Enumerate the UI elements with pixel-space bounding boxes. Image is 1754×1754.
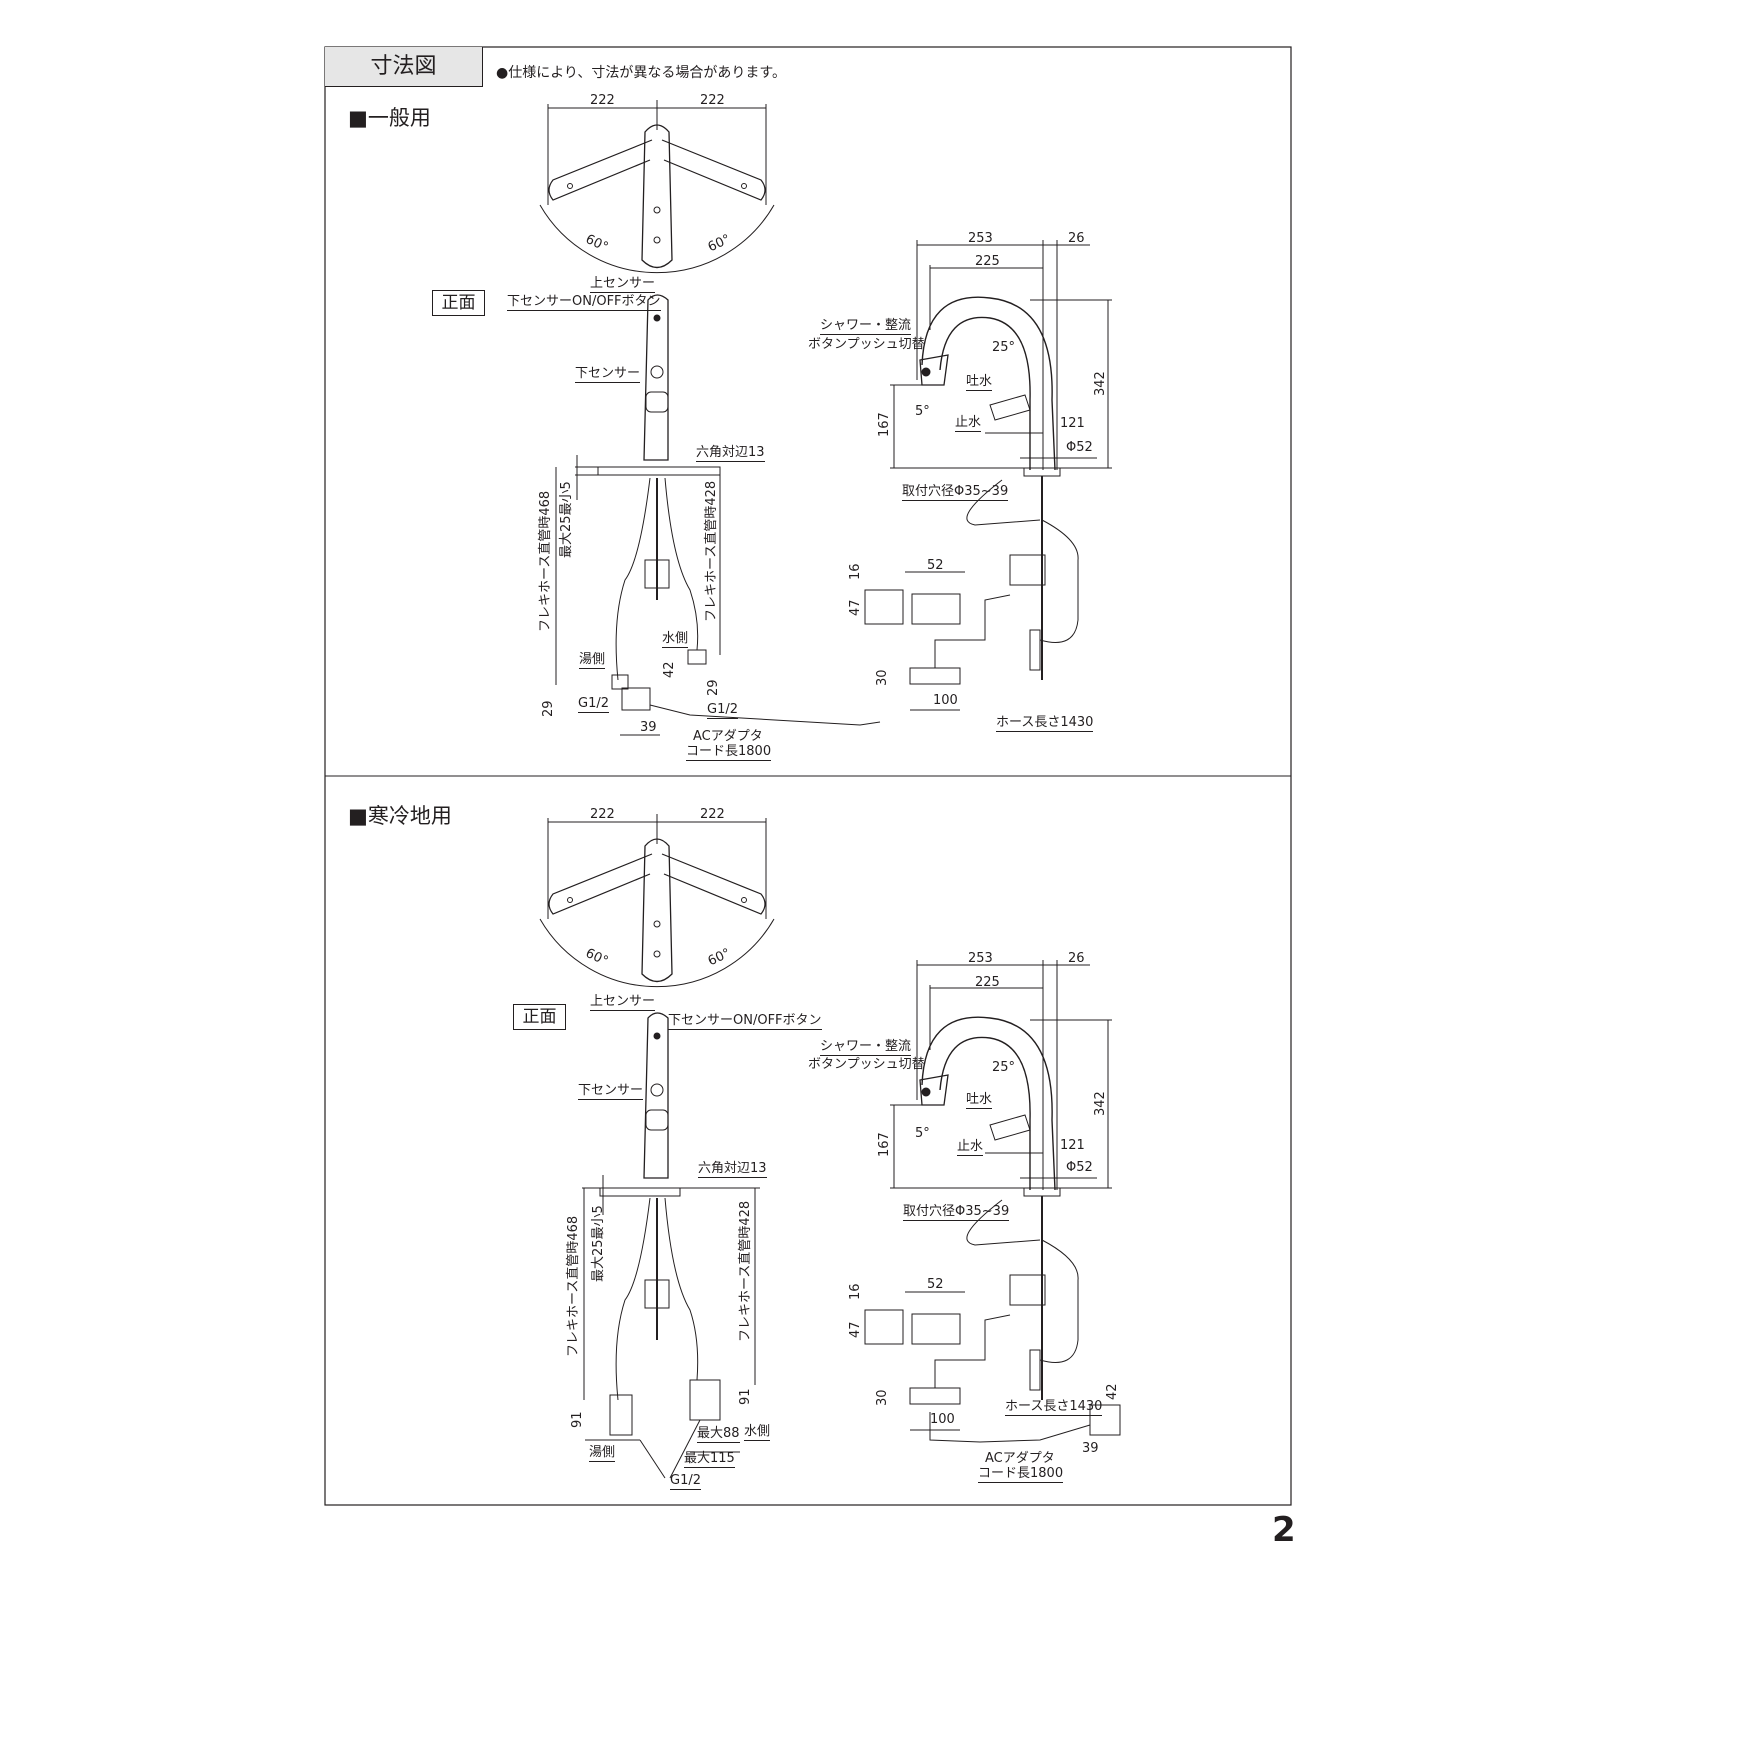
dim-label: フレキホース直管時428 <box>704 480 719 622</box>
dim-label: 42 <box>1105 1383 1120 1400</box>
dim-label: Φ52 <box>1066 1160 1093 1175</box>
dim-label: 100 <box>930 1412 955 1427</box>
callout-label: 六角対辺13 <box>698 1161 767 1178</box>
dim-label: フレキホース直管時468 <box>566 1215 581 1357</box>
dim-label: 47 <box>848 1321 863 1338</box>
top-view-cold <box>539 813 775 988</box>
callout-label: 吐水 <box>966 1092 993 1109</box>
section-title-general: ■一般用 <box>348 106 431 130</box>
dim-label: Φ52 <box>1066 440 1093 455</box>
callout-label: ホース長さ1430 <box>1005 1399 1103 1416</box>
callout-label: 水側 <box>744 1424 771 1441</box>
dim-label: 29 <box>541 700 556 717</box>
callout-label: コード長1800 <box>686 744 772 761</box>
dim-label: 222 <box>700 807 725 822</box>
page-title: 寸法図 <box>325 47 483 87</box>
dim-label: 26 <box>1068 231 1085 246</box>
callout-label: 湯側 <box>589 1445 616 1462</box>
dim-label: 最大115 <box>684 1451 735 1468</box>
dim-label: 253 <box>968 951 993 966</box>
dim-label: 91 <box>570 1411 585 1428</box>
front-label: 正面 <box>513 1004 566 1030</box>
dim-label: 26 <box>1068 951 1085 966</box>
dim-label: 225 <box>975 254 1000 269</box>
dim-label: 225 <box>975 975 1000 990</box>
dim-label: 16 <box>848 563 863 580</box>
dim-label: 30 <box>875 1389 890 1406</box>
side-view-general <box>864 239 1113 711</box>
top-view-general <box>539 99 775 274</box>
callout-label: シャワー・整流 <box>820 318 912 335</box>
dim-label: 222 <box>590 807 615 822</box>
dim-label: 47 <box>848 599 863 616</box>
side-view-cold <box>864 959 1113 1431</box>
callout-label: 六角対辺13 <box>696 445 765 462</box>
front-view-cold <box>582 1012 1121 1479</box>
callout-label: 下センサーON/OFFボタン <box>507 294 661 311</box>
dim-label: 52 <box>927 1277 944 1292</box>
callout-label: シャワー・整流 <box>820 1039 912 1056</box>
callout-label: ボタンプッシュ切替 <box>808 337 925 352</box>
angle-label: 5° <box>915 1126 930 1141</box>
dim-label: フレキホース直管時468 <box>538 490 553 632</box>
callout-label: G1/2 <box>707 702 738 719</box>
callout-label: ACアダプタ <box>693 729 763 744</box>
callout-label: 吐水 <box>966 374 993 391</box>
dim-label: 39 <box>1082 1441 1099 1456</box>
dim-label: 42 <box>662 661 677 678</box>
dim-label: 最大88 <box>697 1426 740 1443</box>
dim-label: 最大25最小5 <box>591 1205 606 1282</box>
callout-label: 取付穴径Φ35~39 <box>902 484 1009 501</box>
dim-label: 121 <box>1060 1138 1085 1153</box>
callout-label: 取付穴径Φ35~39 <box>903 1204 1010 1221</box>
callout-label: 下センサーON/OFFボタン <box>668 1013 822 1030</box>
front-label: 正面 <box>432 290 485 316</box>
dim-label: 253 <box>968 231 993 246</box>
callout-label: 止水 <box>957 1139 984 1156</box>
dim-label: 100 <box>933 693 958 708</box>
spec-note: ●仕様により、寸法が異なる場合があります。 <box>496 65 786 81</box>
callout-label: ACアダプタ <box>985 1451 1055 1466</box>
dim-label: 121 <box>1060 416 1085 431</box>
dim-label: 91 <box>738 1388 753 1405</box>
dim-label: 29 <box>706 679 721 696</box>
callout-label: ホース長さ1430 <box>996 715 1094 732</box>
dim-label: 222 <box>700 93 725 108</box>
dim-label: 30 <box>875 669 890 686</box>
dim-label: 16 <box>848 1283 863 1300</box>
callout-label: 下センサー <box>575 366 641 383</box>
callout-label: コード長1800 <box>978 1466 1064 1483</box>
dim-label: 39 <box>640 720 657 735</box>
callout-label: ボタンプッシュ切替 <box>808 1057 925 1072</box>
dim-label: 52 <box>927 558 944 573</box>
dim-label: 最大25最小5 <box>559 481 574 558</box>
angle-label: 5° <box>915 404 930 419</box>
dim-label: 342 <box>1093 371 1108 396</box>
dim-label: フレキホース直管時428 <box>738 1200 753 1342</box>
callout-label: 水側 <box>662 631 689 648</box>
dim-label: 167 <box>877 1132 892 1157</box>
callout-label: 下センサー <box>578 1083 644 1100</box>
callout-label: G1/2 <box>578 696 609 713</box>
section-title-cold-region: ■寒冷地用 <box>348 804 452 828</box>
angle-label: 25° <box>992 340 1016 355</box>
callout-label: 上センサー <box>590 276 656 293</box>
angle-label: 25° <box>992 1060 1016 1075</box>
dim-label: 167 <box>877 412 892 437</box>
page-number: 2 <box>1272 1510 1296 1550</box>
dim-label: 222 <box>590 93 615 108</box>
front-view-general <box>555 294 881 736</box>
dim-label: 342 <box>1093 1091 1108 1116</box>
callout-label: 上センサー <box>590 994 656 1011</box>
callout-label: 止水 <box>955 415 982 432</box>
callout-label: 湯側 <box>579 652 606 669</box>
callout-label: G1/2 <box>670 1473 701 1490</box>
